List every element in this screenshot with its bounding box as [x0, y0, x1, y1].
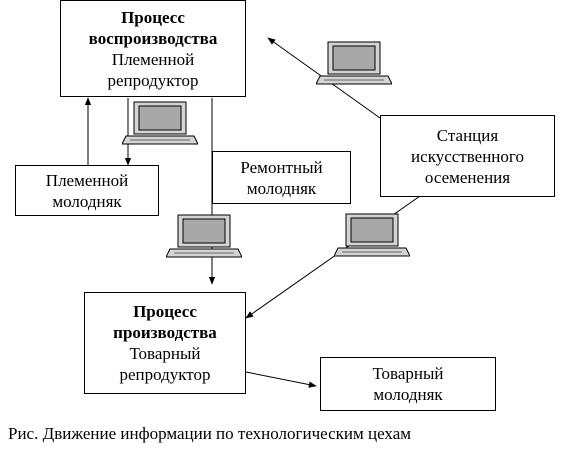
- production-sub-line1: Товарный: [129, 344, 201, 363]
- ai-station-box: Станция искусственного осеменения: [380, 115, 555, 197]
- reproduction-sub-line2: репродуктор: [107, 70, 199, 90]
- figure-caption: Рис. Движение информации по технологичес…: [8, 424, 412, 443]
- repair-young-box: Ремонтный молодняк: [212, 151, 351, 204]
- commodity-young-line1: Товарный: [372, 364, 444, 383]
- reproduction-title-line2: воспроизводства: [88, 28, 218, 48]
- production-sub-line2: репродуктор: [119, 365, 211, 384]
- production-title-line2: производства: [113, 323, 217, 342]
- breeding-young-line2: молодняк: [52, 191, 122, 211]
- arrow-production-to-commodity-young: [245, 371, 317, 388]
- production-title-line1: Процесс: [133, 302, 197, 321]
- laptop-icon: [166, 214, 242, 258]
- laptop-icon: [122, 101, 198, 145]
- reproduction-sub-line1: Племенной: [111, 49, 195, 69]
- commodity-young-box: Товарный молодняк: [320, 357, 496, 411]
- station-line2: искусственного: [411, 146, 524, 166]
- laptop-icon: [334, 213, 410, 257]
- laptop-icon: [316, 41, 392, 85]
- breeding-young-line1: Племенной: [45, 170, 129, 190]
- breeding-young-box: Племенной молодняк: [15, 165, 159, 216]
- production-process-box: Процесс производства Товарный репродукто…: [84, 292, 246, 394]
- repair-young-line1: Ремонтный: [240, 157, 323, 177]
- reproduction-process-box: Процесс воспроизводства Племенной репрод…: [60, 0, 246, 97]
- commodity-young-line2: молодняк: [373, 385, 443, 404]
- reproduction-title-line1: Процесс: [121, 7, 185, 27]
- station-line3: осеменения: [424, 167, 511, 187]
- repair-young-line2: молодняк: [246, 178, 317, 198]
- station-line1: Станция: [436, 125, 499, 145]
